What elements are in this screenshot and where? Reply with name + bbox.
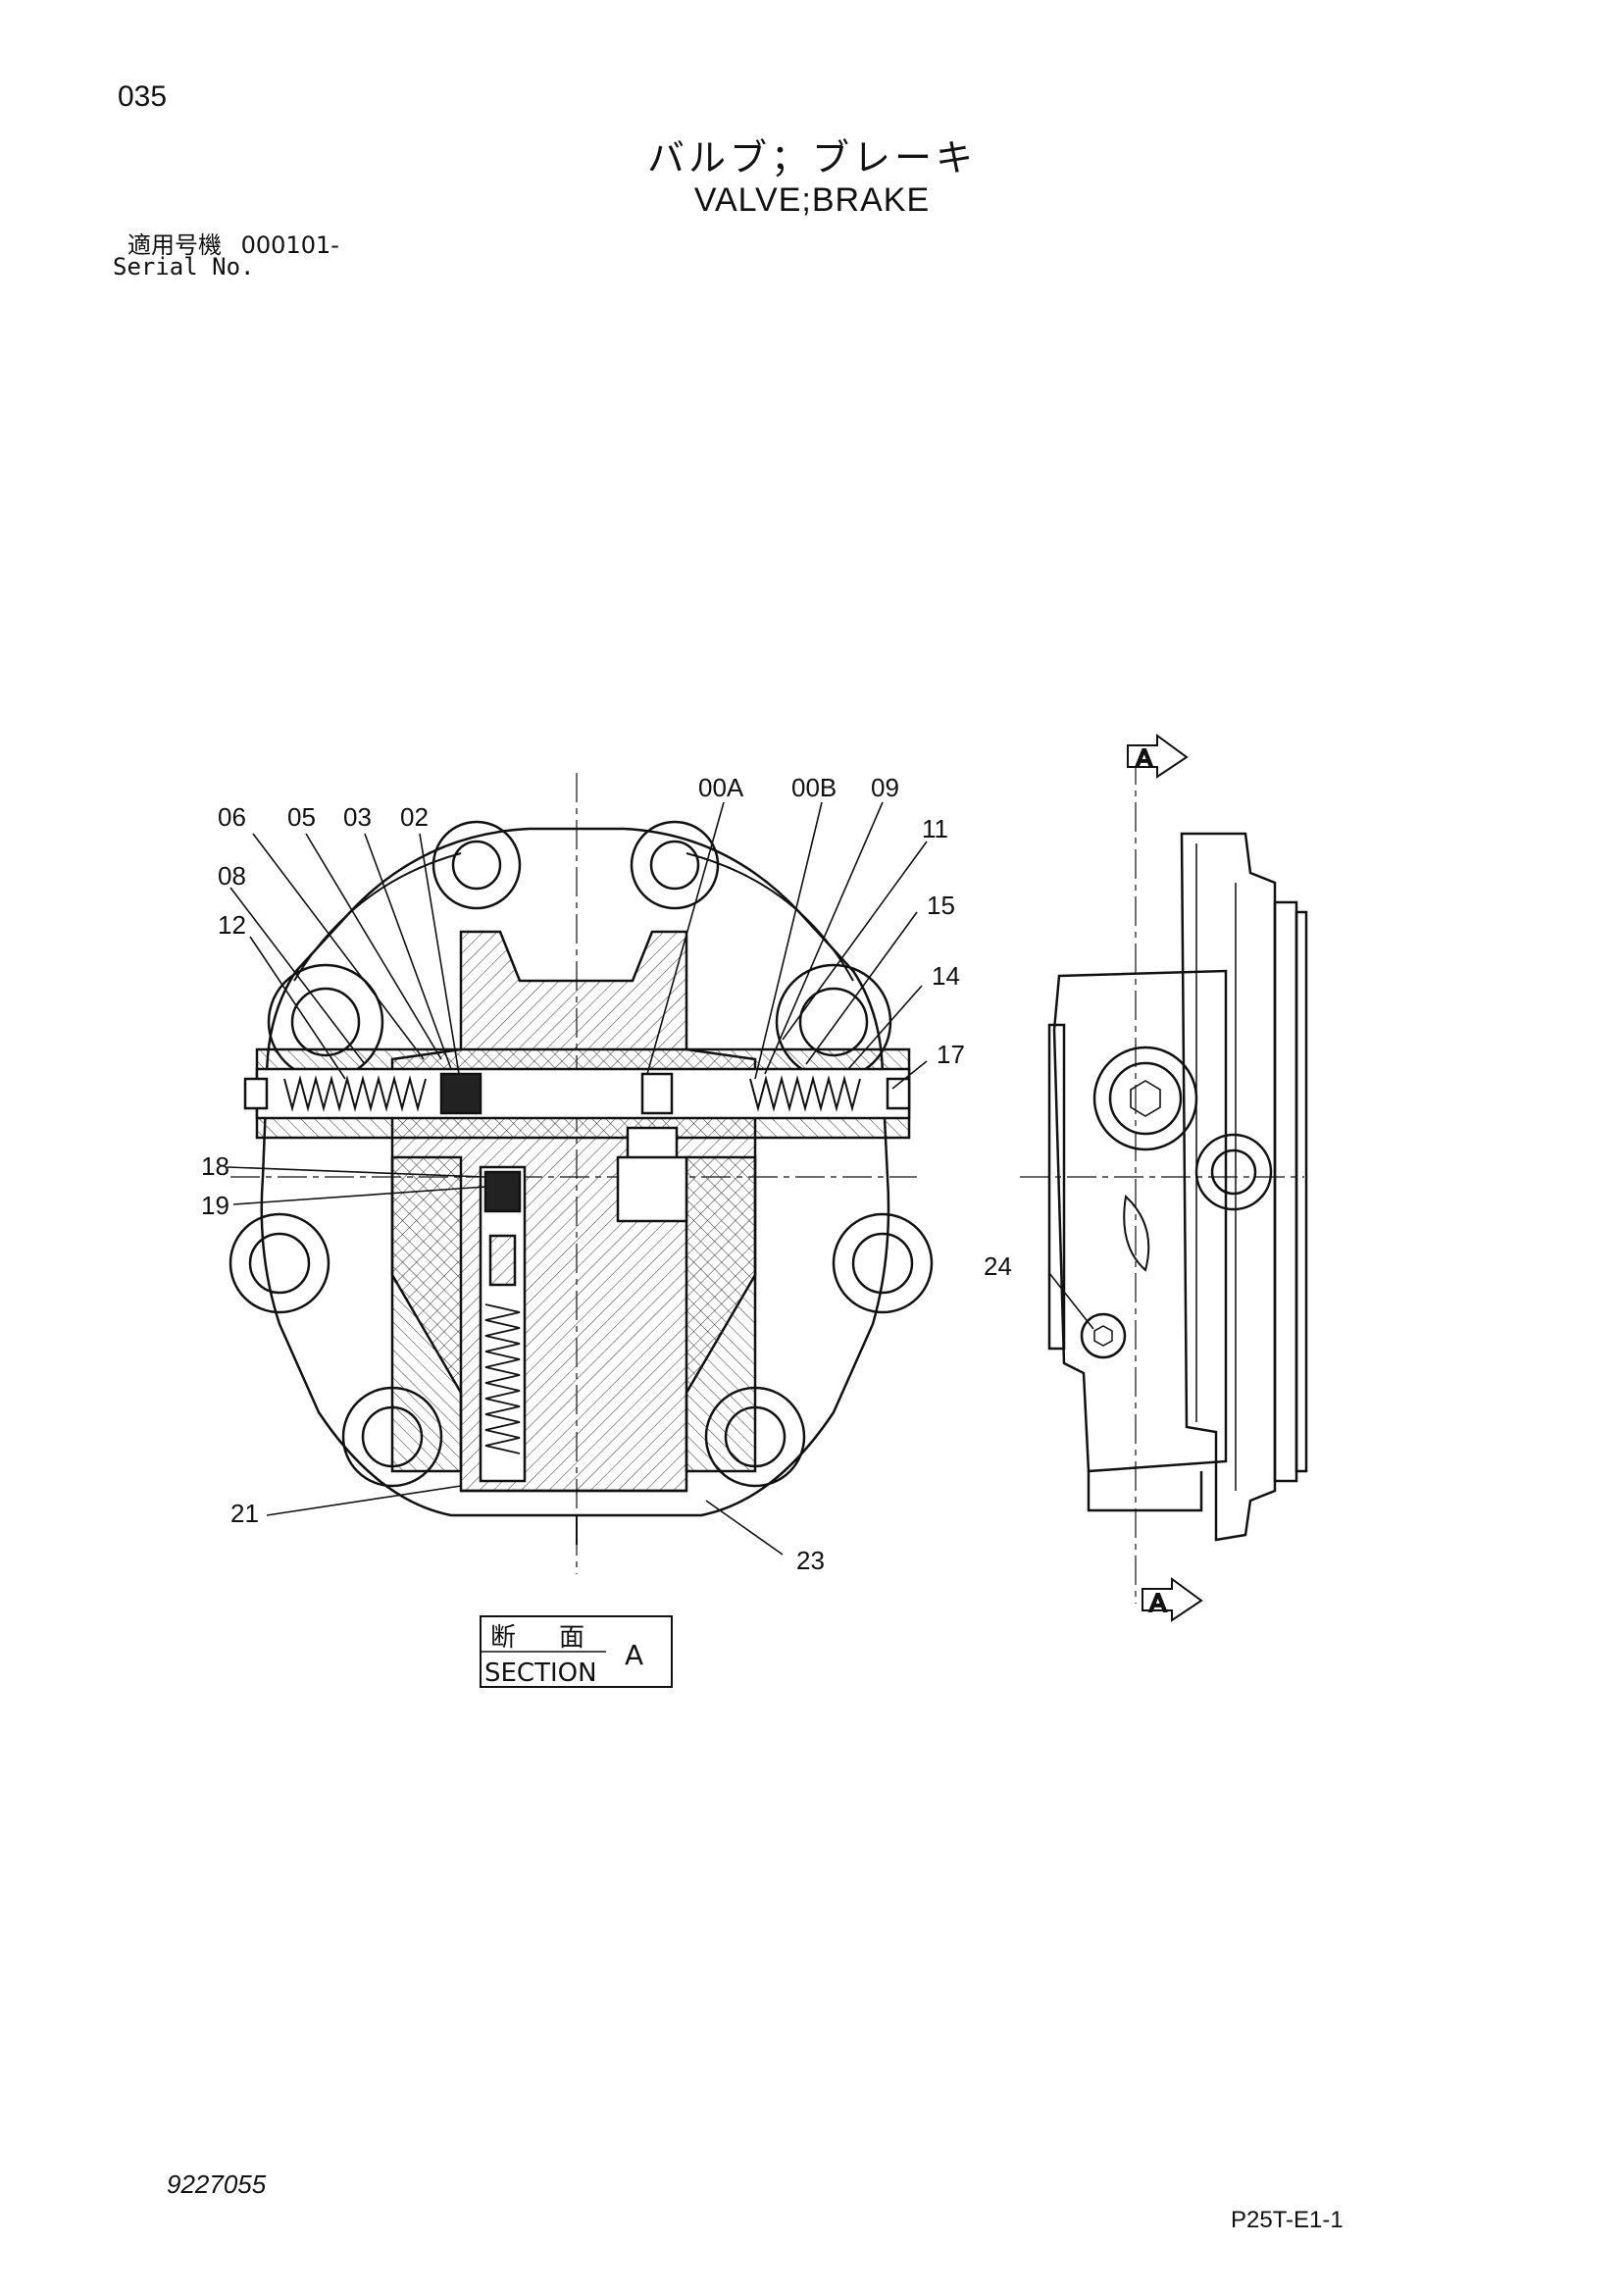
- label-17: 17: [937, 1040, 965, 1069]
- section-box-jp-2: 面: [559, 1623, 584, 1653]
- label-18: 18: [201, 1151, 229, 1181]
- label-05: 05: [287, 802, 316, 832]
- section-box-letter: A: [625, 1639, 643, 1671]
- label-11: 11: [922, 814, 948, 843]
- sheet-code: P25T-E1-1: [1231, 2207, 1344, 2233]
- title-english: VALVE;BRAKE: [693, 181, 931, 219]
- label-03: 03: [343, 802, 372, 832]
- part-labels: 06 05 03 02 00A 00B 09 11 08 15 12 14 17…: [201, 773, 1012, 1575]
- label-23: 23: [796, 1546, 825, 1575]
- section-label-box: 断 面 SECTION A: [480, 1615, 673, 1688]
- label-00b: 00B: [791, 773, 837, 802]
- label-14: 14: [932, 961, 960, 991]
- section-view: [228, 773, 934, 1574]
- label-15: 15: [927, 891, 955, 920]
- section-box-en: SECTION: [484, 1658, 597, 1688]
- label-02: 02: [400, 802, 429, 832]
- label-21: 21: [230, 1499, 259, 1528]
- serial-line-jp: 適用号機 000101-: [127, 226, 339, 260]
- section-marker-top: A: [1127, 734, 1189, 779]
- leader-lines: [227, 801, 1094, 1556]
- label-08: 08: [218, 861, 246, 891]
- section-marker-letter-top: A: [1136, 743, 1153, 773]
- section-box-jp-1: 断: [490, 1623, 516, 1653]
- label-24: 24: [984, 1251, 1012, 1281]
- serial-value: 000101-: [240, 231, 339, 259]
- side-view: [1020, 755, 1308, 1604]
- title-japanese: バルブ；ブレーキ: [646, 136, 977, 179]
- serial-label-jp: 適用号機: [127, 231, 222, 259]
- section-marker-letter-bottom: A: [1149, 1588, 1167, 1617]
- serial-label-en: Serial No.: [113, 253, 255, 281]
- label-19: 19: [201, 1191, 229, 1220]
- label-12: 12: [218, 910, 246, 940]
- section-marker-bottom: A: [1142, 1577, 1203, 1622]
- label-09: 09: [871, 773, 899, 802]
- label-06: 06: [218, 802, 246, 832]
- drawing-number: 9227055: [167, 2169, 267, 2199]
- label-00a: 00A: [698, 773, 744, 802]
- page-number: 035: [118, 80, 168, 113]
